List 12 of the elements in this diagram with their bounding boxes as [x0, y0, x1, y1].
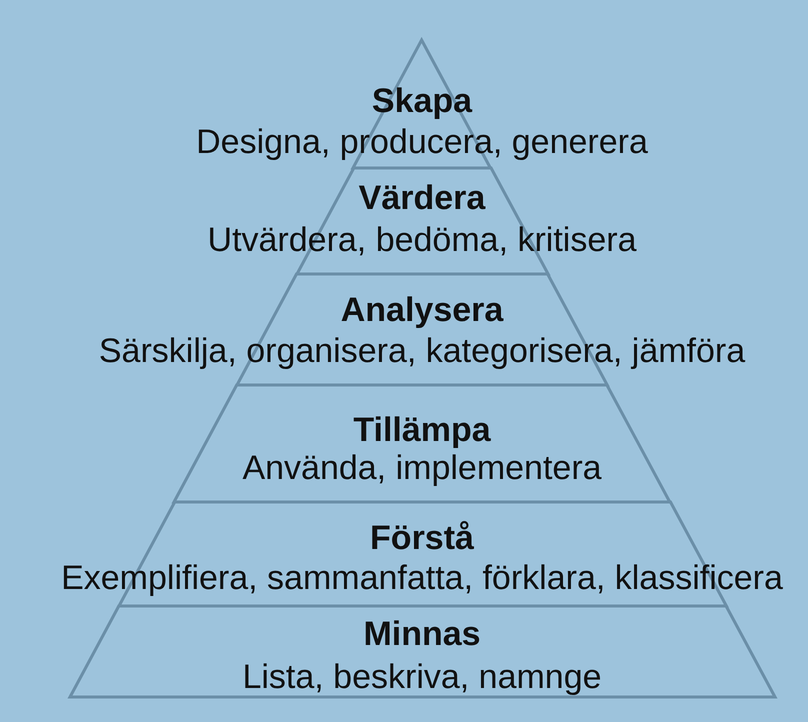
level-description: Utvärdera, bedöma, kritisera	[208, 222, 636, 258]
level-title: Värdera	[358, 180, 486, 216]
level-title: Analysera	[340, 292, 504, 328]
level-title: Tillämpa	[353, 412, 491, 448]
level-title: Minnas	[363, 616, 481, 652]
level-description: Särskilja, organisera, kategorisera, jämföra	[98, 333, 746, 369]
level-title: Förstå	[370, 520, 474, 556]
level-description: Lista, beskriva, namnge	[242, 659, 602, 695]
level-description: Använda, implementera	[242, 450, 602, 486]
level-description: Exemplifiera, sammanfatta, förklara, klassificera	[61, 560, 783, 596]
level-title: Skapa	[372, 83, 472, 119]
level-description: Designa, producera, generera	[196, 124, 648, 160]
